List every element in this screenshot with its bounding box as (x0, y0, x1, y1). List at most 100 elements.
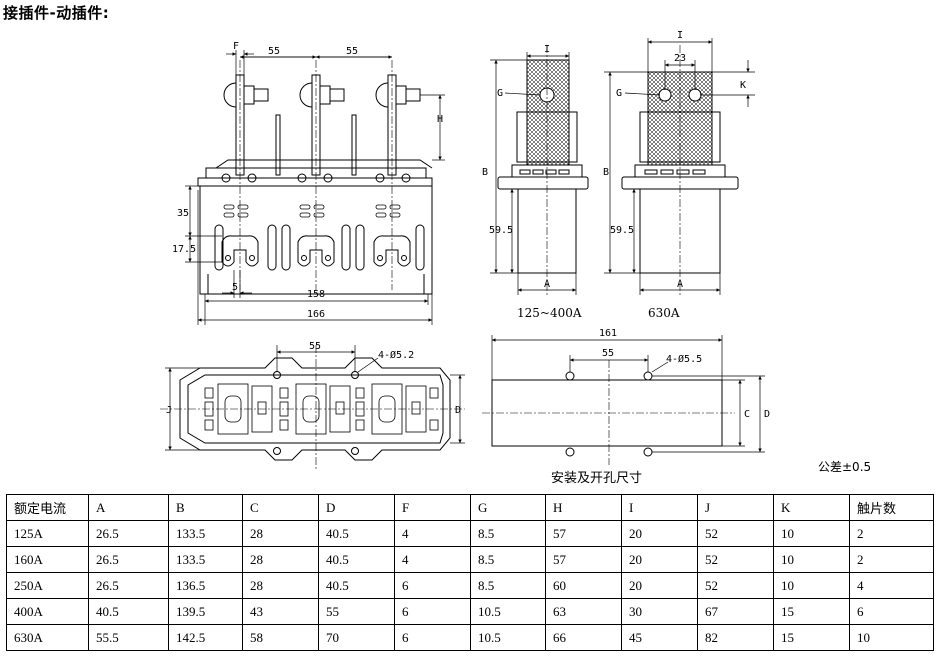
table-cell: 6 (394, 624, 471, 651)
table-cell: 26.5 (88, 520, 169, 547)
table-cell: 67 (697, 598, 774, 625)
mount-caption: 安装及开孔尺寸 (551, 471, 642, 486)
bottom-view (160, 345, 465, 470)
table-cell: 4 (394, 546, 471, 573)
table-cell: 133.5 (168, 520, 243, 547)
side-view-small (490, 45, 589, 295)
technical-drawing: F 55 55 H 35 17.5 5 158 166 I G B 59.5 A… (160, 30, 871, 486)
table-cell: 125A (6, 520, 89, 547)
dim-35-label: 35 (177, 208, 189, 219)
table-cell: 8.5 (470, 546, 546, 573)
large-dim-23-label: 23 (674, 53, 686, 64)
col-header: K (773, 494, 850, 521)
table-row: 250A 26.5 136.5 28 40.5 6 8.5 60 20 52 1… (6, 572, 934, 599)
small-dim-a-label: A (544, 279, 550, 290)
table-cell: 70 (318, 624, 395, 651)
table-cell: 250A (6, 572, 89, 599)
table-cell: 2 (849, 546, 934, 573)
mount-dim-c-label: C (744, 409, 750, 420)
col-header: 额定电流 (6, 494, 89, 521)
table-cell: 45 (621, 624, 698, 651)
small-caption: 125~400A (517, 306, 582, 320)
table-cell: 57 (545, 520, 622, 547)
table-cell: 6 (849, 598, 934, 625)
table-header-row: 额定电流 A B C D F G H I J K 触片数 (6, 494, 934, 521)
dim-5-label: 5 (232, 282, 238, 293)
table-cell: 55 (318, 598, 395, 625)
table-cell: 40.5 (318, 546, 395, 573)
table-cell: 52 (697, 546, 774, 573)
table-row: 400A 40.5 139.5 43 55 6 10.5 63 30 67 15… (6, 598, 934, 625)
col-header: H (545, 494, 622, 521)
mount-dim-161-label: 161 (599, 328, 617, 339)
table-cell: 52 (697, 520, 774, 547)
bottom-dim-d-label: D (455, 405, 461, 416)
table-cell: 55.5 (88, 624, 169, 651)
mount-dim-holes-label: 4-Ø5.5 (666, 353, 702, 365)
table-cell: 6 (394, 572, 471, 599)
small-dim-b-label: B (482, 167, 488, 178)
table-cell: 6 (394, 598, 471, 625)
table-cell: 4 (849, 572, 934, 599)
dim-55b-label: 55 (346, 46, 358, 57)
col-header: J (697, 494, 774, 521)
col-header: B (168, 494, 243, 521)
table-cell: 82 (697, 624, 774, 651)
table-cell: 60 (545, 572, 622, 599)
table-cell: 40.5 (88, 598, 169, 625)
table-cell: 57 (545, 546, 622, 573)
large-dim-i-label: I (677, 30, 683, 41)
col-header: F (394, 494, 471, 521)
table-cell: 10.5 (470, 624, 546, 651)
tolerance-note: 公差±0.5 (818, 460, 871, 474)
large-dim-g-label: G (616, 88, 622, 99)
table-cell: 30 (621, 598, 698, 625)
bottom-dim-55-label: 55 (309, 341, 321, 352)
dim-55a-label: 55 (268, 46, 280, 57)
table-cell: 63 (545, 598, 622, 625)
large-dim-a-label: A (677, 279, 683, 290)
table-cell: 8.5 (470, 572, 546, 599)
col-header: A (88, 494, 169, 521)
col-header: I (621, 494, 698, 521)
table-cell: 2 (849, 520, 934, 547)
mount-view (482, 335, 765, 465)
table-cell: 142.5 (168, 624, 243, 651)
table-row: 160A 26.5 133.5 28 40.5 4 8.5 57 20 52 1… (6, 546, 934, 573)
table-cell: 15 (773, 624, 850, 651)
mount-dim-d-label: D (764, 409, 770, 420)
table-cell: 66 (545, 624, 622, 651)
table-cell: 10 (773, 520, 850, 547)
table-cell: 40.5 (318, 572, 395, 599)
col-header: D (318, 494, 395, 521)
table-cell: 8.5 (470, 520, 546, 547)
table-cell: 139.5 (168, 598, 243, 625)
table-cell: 400A (6, 598, 89, 625)
table-cell: 133.5 (168, 546, 243, 573)
table-cell: 20 (621, 546, 698, 573)
dim-h-label: H (437, 114, 443, 125)
col-header: G (470, 494, 546, 521)
table-cell: 26.5 (88, 546, 169, 573)
table-cell: 10 (773, 546, 850, 573)
col-header: 触片数 (849, 494, 934, 521)
mount-dim-55-label: 55 (602, 348, 614, 359)
front-view (185, 50, 445, 325)
table-cell: 136.5 (168, 572, 243, 599)
table-cell: 28 (242, 572, 319, 599)
table-cell: 4 (394, 520, 471, 547)
table-cell: 26.5 (88, 572, 169, 599)
table-cell: 10.5 (470, 598, 546, 625)
table-cell: 52 (697, 572, 774, 599)
bottom-dim-j-label: J (166, 405, 172, 416)
table-cell: 40.5 (318, 520, 395, 547)
large-dim-59-5-label: 59.5 (610, 225, 634, 236)
bottom-dim-holes-label: 4-Ø5.2 (378, 349, 414, 361)
table-cell: 20 (621, 520, 698, 547)
large-dim-k-label: K (740, 80, 746, 91)
table-cell: 43 (242, 598, 319, 625)
table-cell: 630A (6, 624, 89, 651)
small-dim-i-label: I (544, 44, 550, 55)
table-cell: 58 (242, 624, 319, 651)
table-cell: 20 (621, 572, 698, 599)
